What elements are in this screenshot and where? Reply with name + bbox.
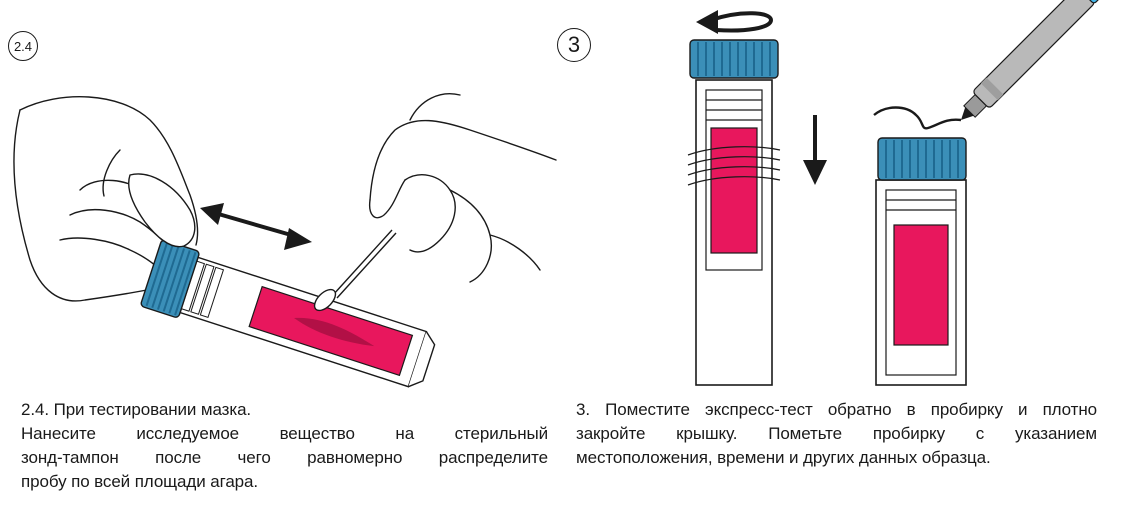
caption-line: зонд-тампон после чего равномерно распре… — [21, 448, 548, 467]
caption-step-3: 3. Поместите экспресс-тест обратно в про… — [576, 398, 1097, 470]
swab-illustration — [13, 93, 557, 388]
caption-line: местоположения, времени и других данных … — [576, 448, 991, 467]
caption-line: закройте крышку. Пометьте пробирку с ука… — [576, 424, 1097, 443]
rotate-ccw-arrow-icon — [696, 10, 774, 34]
agar-strip — [710, 127, 758, 254]
swab — [313, 229, 397, 312]
pen-scribble — [873, 106, 962, 130]
arrow-down-icon — [803, 115, 827, 185]
step-badge-3: 3 — [557, 28, 591, 62]
test-slide — [140, 239, 436, 388]
tube-closed — [875, 137, 967, 386]
tube-cap-top — [689, 39, 779, 79]
tube-illustration — [687, 0, 1104, 386]
tube-cap-closed — [877, 137, 967, 181]
right-hand — [368, 93, 557, 283]
caption-line: 3. Поместите экспресс-тест обратно в про… — [576, 400, 1097, 419]
left-hand — [13, 96, 199, 302]
double-arrow-icon — [200, 203, 312, 250]
marker-pen — [961, 0, 1104, 120]
step-badge-2-4: 2.4 — [8, 31, 38, 61]
caption-step-2-4: 2.4. При тестировании мазка. Нанесите ис… — [21, 398, 548, 494]
agar-strip-closed — [893, 224, 949, 346]
caption-heading: 2.4. При тестировании мазка. — [21, 400, 252, 419]
caption-line: Нанесите исследуемое вещество на стериль… — [21, 424, 548, 443]
caption-line: пробу по всей площади агара. — [21, 472, 259, 491]
tube-open — [687, 39, 781, 386]
